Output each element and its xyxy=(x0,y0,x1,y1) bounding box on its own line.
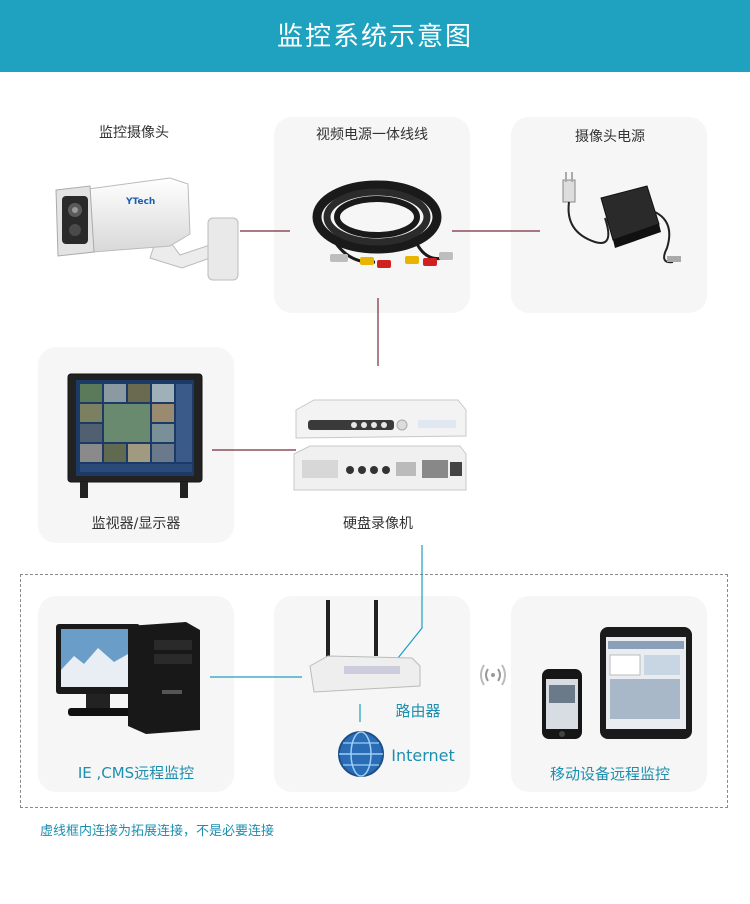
wireless-signal-icon xyxy=(480,664,506,686)
label-power: 摄像头电源 xyxy=(575,129,645,145)
desktop-computer xyxy=(56,622,200,734)
power-adapter xyxy=(562,172,681,264)
label-camera: 监控摄像头 xyxy=(99,125,169,141)
extension-frame xyxy=(20,574,728,808)
bullet-camera: YTech xyxy=(55,177,239,281)
page-title-bar: 监控系统示意图 xyxy=(0,0,750,72)
label-dvr: 硬盘录像机 xyxy=(343,516,413,532)
line-dvr-router xyxy=(397,545,423,659)
wifi-router xyxy=(309,600,421,693)
label-internet: Internet xyxy=(391,746,455,765)
monitor-display xyxy=(67,373,203,498)
camera-brand: YTech xyxy=(125,197,155,207)
page-title: 监控系统示意图 xyxy=(276,22,473,52)
label-monitor: 监视器/显示器 xyxy=(91,516,181,532)
mobile-devices xyxy=(542,627,692,739)
footnote: 虚线框内连接为拓展连接，不是必要连接 xyxy=(40,824,275,839)
label-pc: IE ,CMS远程监控 xyxy=(77,764,195,782)
dvr-recorder xyxy=(293,399,467,491)
internet-globe-icon xyxy=(338,731,384,777)
label-mobile: 移动设备远程监控 xyxy=(549,765,670,783)
label-cable: 视频电源一体线线 xyxy=(316,127,428,143)
video-power-cable xyxy=(312,180,453,268)
label-router: 路由器 xyxy=(395,702,441,720)
